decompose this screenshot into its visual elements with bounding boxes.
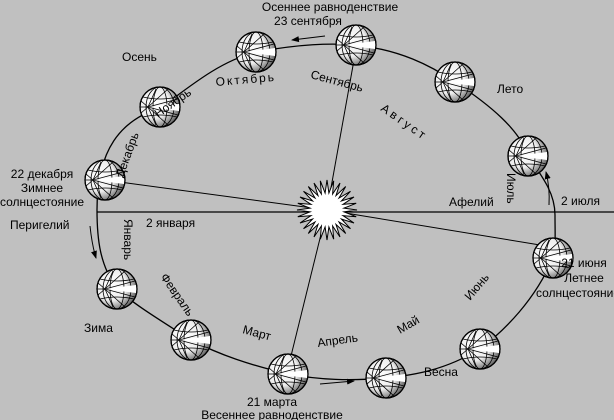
autumn-equinox-title: Осеннее равноденствие bbox=[262, 0, 399, 14]
month-june: Июнь bbox=[462, 271, 492, 303]
earth-globe-september bbox=[335, 24, 377, 66]
direction-arrow-top bbox=[291, 35, 326, 43]
winter-solstice-title-1: Зимнее bbox=[21, 181, 64, 195]
month-april: Апрель bbox=[316, 330, 358, 350]
season-summer: Лето bbox=[497, 82, 524, 96]
direction-arrow-bottom bbox=[319, 378, 355, 385]
month-december: Декабрь bbox=[113, 130, 142, 179]
earth-globe-march bbox=[267, 353, 309, 395]
season-spring: Весна bbox=[424, 365, 458, 379]
earth-globe-february bbox=[170, 319, 212, 361]
month-may: Май bbox=[395, 313, 422, 337]
earth-globe-july bbox=[507, 135, 549, 177]
perihelion-label: Перигелий bbox=[10, 218, 69, 232]
direction-arrow-right bbox=[544, 171, 551, 206]
winter-solstice-line bbox=[104, 179, 328, 211]
sun-icon bbox=[296, 179, 358, 241]
month-september: Сентябрь bbox=[309, 67, 365, 94]
winter-solstice-title-2: солнцестояние bbox=[0, 195, 84, 209]
month-october: Октябрь bbox=[215, 70, 277, 89]
month-january: Январь bbox=[121, 219, 135, 260]
earth-globe-may bbox=[459, 328, 501, 370]
season-autumn: Осень bbox=[122, 50, 157, 64]
summer-solstice-title-2: солнцестояние bbox=[536, 286, 614, 300]
aphelion-date: 2 июля bbox=[561, 194, 600, 208]
earth-globe-october bbox=[235, 31, 277, 73]
spring-equinox-title: Весеннее равноденствие bbox=[201, 408, 343, 420]
month-july: Июль bbox=[504, 173, 518, 204]
month-february: Февраль bbox=[158, 271, 197, 319]
direction-arrow-left bbox=[89, 225, 97, 259]
summer-solstice-title-1: Летнее bbox=[564, 271, 604, 285]
earth-globe-january bbox=[96, 268, 138, 310]
month-march: Март bbox=[241, 322, 273, 343]
month-august: Август bbox=[378, 101, 430, 144]
earth-globe-august bbox=[434, 61, 476, 103]
spring-equinox-date: 21 марта bbox=[247, 395, 297, 409]
perihelion-date: 2 января bbox=[146, 216, 195, 230]
summer-solstice-date: 21 июня bbox=[561, 256, 607, 270]
aphelion-label: Афелий bbox=[449, 195, 494, 209]
autumn-equinox-line bbox=[326, 59, 355, 211]
winter-solstice-date: 22 декабря bbox=[11, 167, 73, 181]
autumn-equinox-date: 23 сентября bbox=[274, 14, 342, 28]
summer-solstice-line bbox=[326, 209, 541, 246]
earth-globe-april bbox=[365, 357, 407, 399]
season-winter: Зима bbox=[84, 321, 113, 335]
